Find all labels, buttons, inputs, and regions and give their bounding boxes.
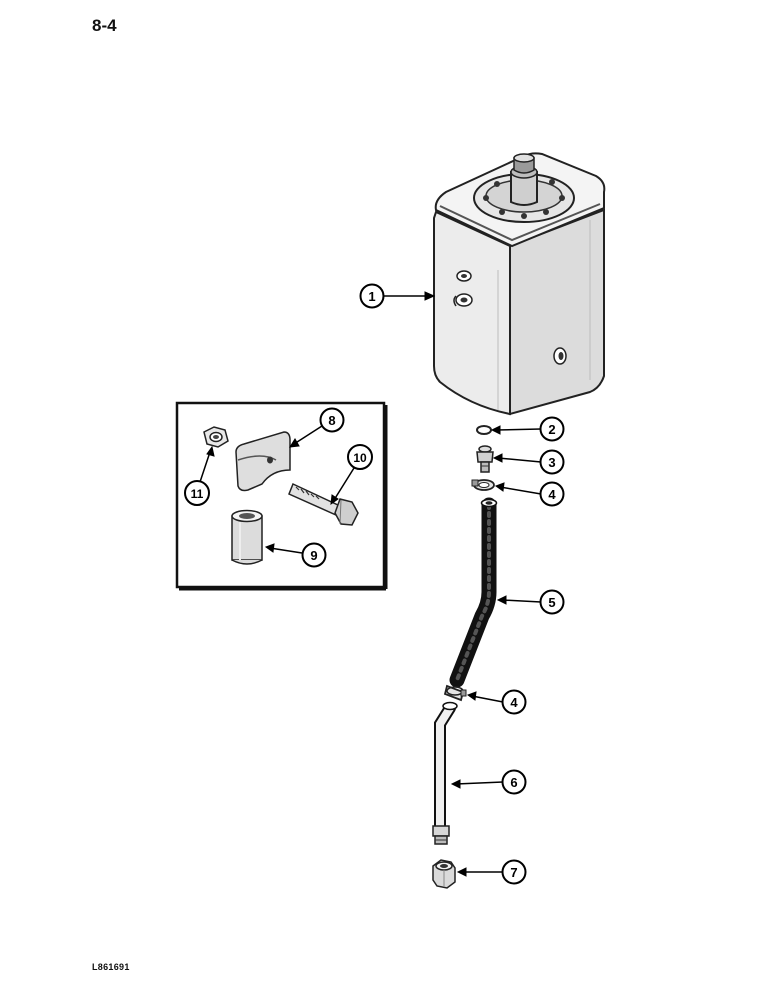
callout-11: 11: [184, 480, 210, 506]
callout-7: 7: [501, 859, 527, 885]
figure-code: L861691: [92, 962, 130, 972]
lock-nut-part: [203, 426, 229, 448]
hydraulic-tank: [433, 152, 606, 416]
callout-8: 8: [319, 407, 345, 433]
callout-2: 2: [539, 416, 565, 442]
callout-label: 5: [548, 595, 555, 610]
callout-label: 11: [191, 487, 204, 501]
hose-clamp-upper-part: [471, 479, 495, 491]
tube-part: [432, 701, 458, 845]
callout-label: 2: [548, 422, 555, 437]
clamp-part: [235, 431, 291, 492]
callout-1: 1: [359, 283, 385, 309]
o-ring-part: [476, 425, 492, 435]
callout-label: 4: [510, 695, 518, 710]
callout-4-upper: 4: [539, 481, 565, 507]
callout-label: 3: [548, 455, 555, 470]
callout-5: 5: [539, 589, 565, 615]
callout-10: 10: [347, 444, 373, 470]
callout-label: 4: [548, 487, 556, 502]
callout-label: 7: [510, 865, 517, 880]
hose-part: [449, 497, 498, 688]
callout-3: 3: [539, 449, 565, 475]
leader-lines: [199, 291, 542, 877]
callout-label: 8: [328, 413, 335, 428]
callout-label: 1: [368, 289, 375, 304]
bolt-part: [288, 482, 359, 526]
callout-label: 10: [353, 451, 367, 465]
page-number: 8-4: [92, 16, 117, 35]
callout-label: 6: [510, 775, 517, 790]
nut-part: [432, 859, 456, 889]
spacer-part: [231, 509, 263, 565]
hose-clamp-lower-part: [443, 684, 467, 702]
callout-9: 9: [301, 542, 327, 568]
callout-label: 9: [310, 548, 317, 563]
fitting-part: [476, 445, 494, 473]
callout-6: 6: [501, 769, 527, 795]
callout-4-lower: 4: [501, 689, 527, 715]
